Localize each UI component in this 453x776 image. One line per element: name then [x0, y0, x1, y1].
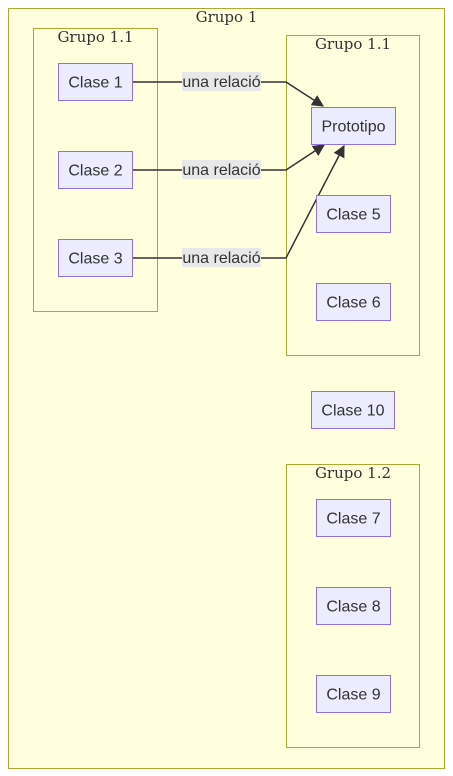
cluster-grupo-1-1-left-title: Grupo 1.1 [57, 28, 133, 46]
edge-label-1: una relació [182, 72, 261, 91]
edge-label-3: una relació [182, 248, 261, 267]
node-clase-9[interactable]: Clase 9 [316, 675, 391, 713]
edge-label-1-text: una relació [182, 74, 260, 91]
node-clase-3-label: Clase 3 [68, 251, 122, 268]
node-clase-9-label: Clase 9 [326, 687, 380, 704]
node-clase-6[interactable]: Clase 6 [316, 283, 391, 321]
node-clase-6-label: Clase 6 [326, 295, 380, 312]
node-clase-7-label: Clase 7 [326, 511, 380, 528]
node-clase-1[interactable]: Clase 1 [58, 63, 133, 101]
edge-label-3-text: una relació [182, 250, 260, 267]
cluster-grupo-1-2-title: Grupo 1.2 [315, 464, 391, 482]
node-clase-8[interactable]: Clase 8 [316, 587, 391, 625]
node-clase-10[interactable]: Clase 10 [311, 391, 395, 429]
node-prototipo[interactable]: Prototipo [311, 107, 396, 145]
cluster-grupo-1-title: Grupo 1 [196, 8, 258, 26]
node-clase-3[interactable]: Clase 3 [58, 239, 133, 277]
node-clase-1-label: Clase 1 [68, 75, 122, 92]
node-clase-5[interactable]: Clase 5 [316, 195, 391, 233]
edge-label-2: una relació [182, 160, 261, 179]
node-clase-8-label: Clase 8 [326, 599, 380, 616]
node-clase-10-label: Clase 10 [321, 403, 384, 420]
node-clase-5-label: Clase 5 [326, 207, 380, 224]
node-clase-7[interactable]: Clase 7 [316, 499, 391, 537]
edge-label-2-text: una relació [182, 162, 260, 179]
node-clase-2[interactable]: Clase 2 [58, 151, 133, 189]
cluster-grupo-1-1-right-title: Grupo 1.1 [315, 35, 391, 53]
node-prototipo-label: Prototipo [321, 119, 385, 136]
node-clase-2-label: Clase 2 [68, 163, 122, 180]
